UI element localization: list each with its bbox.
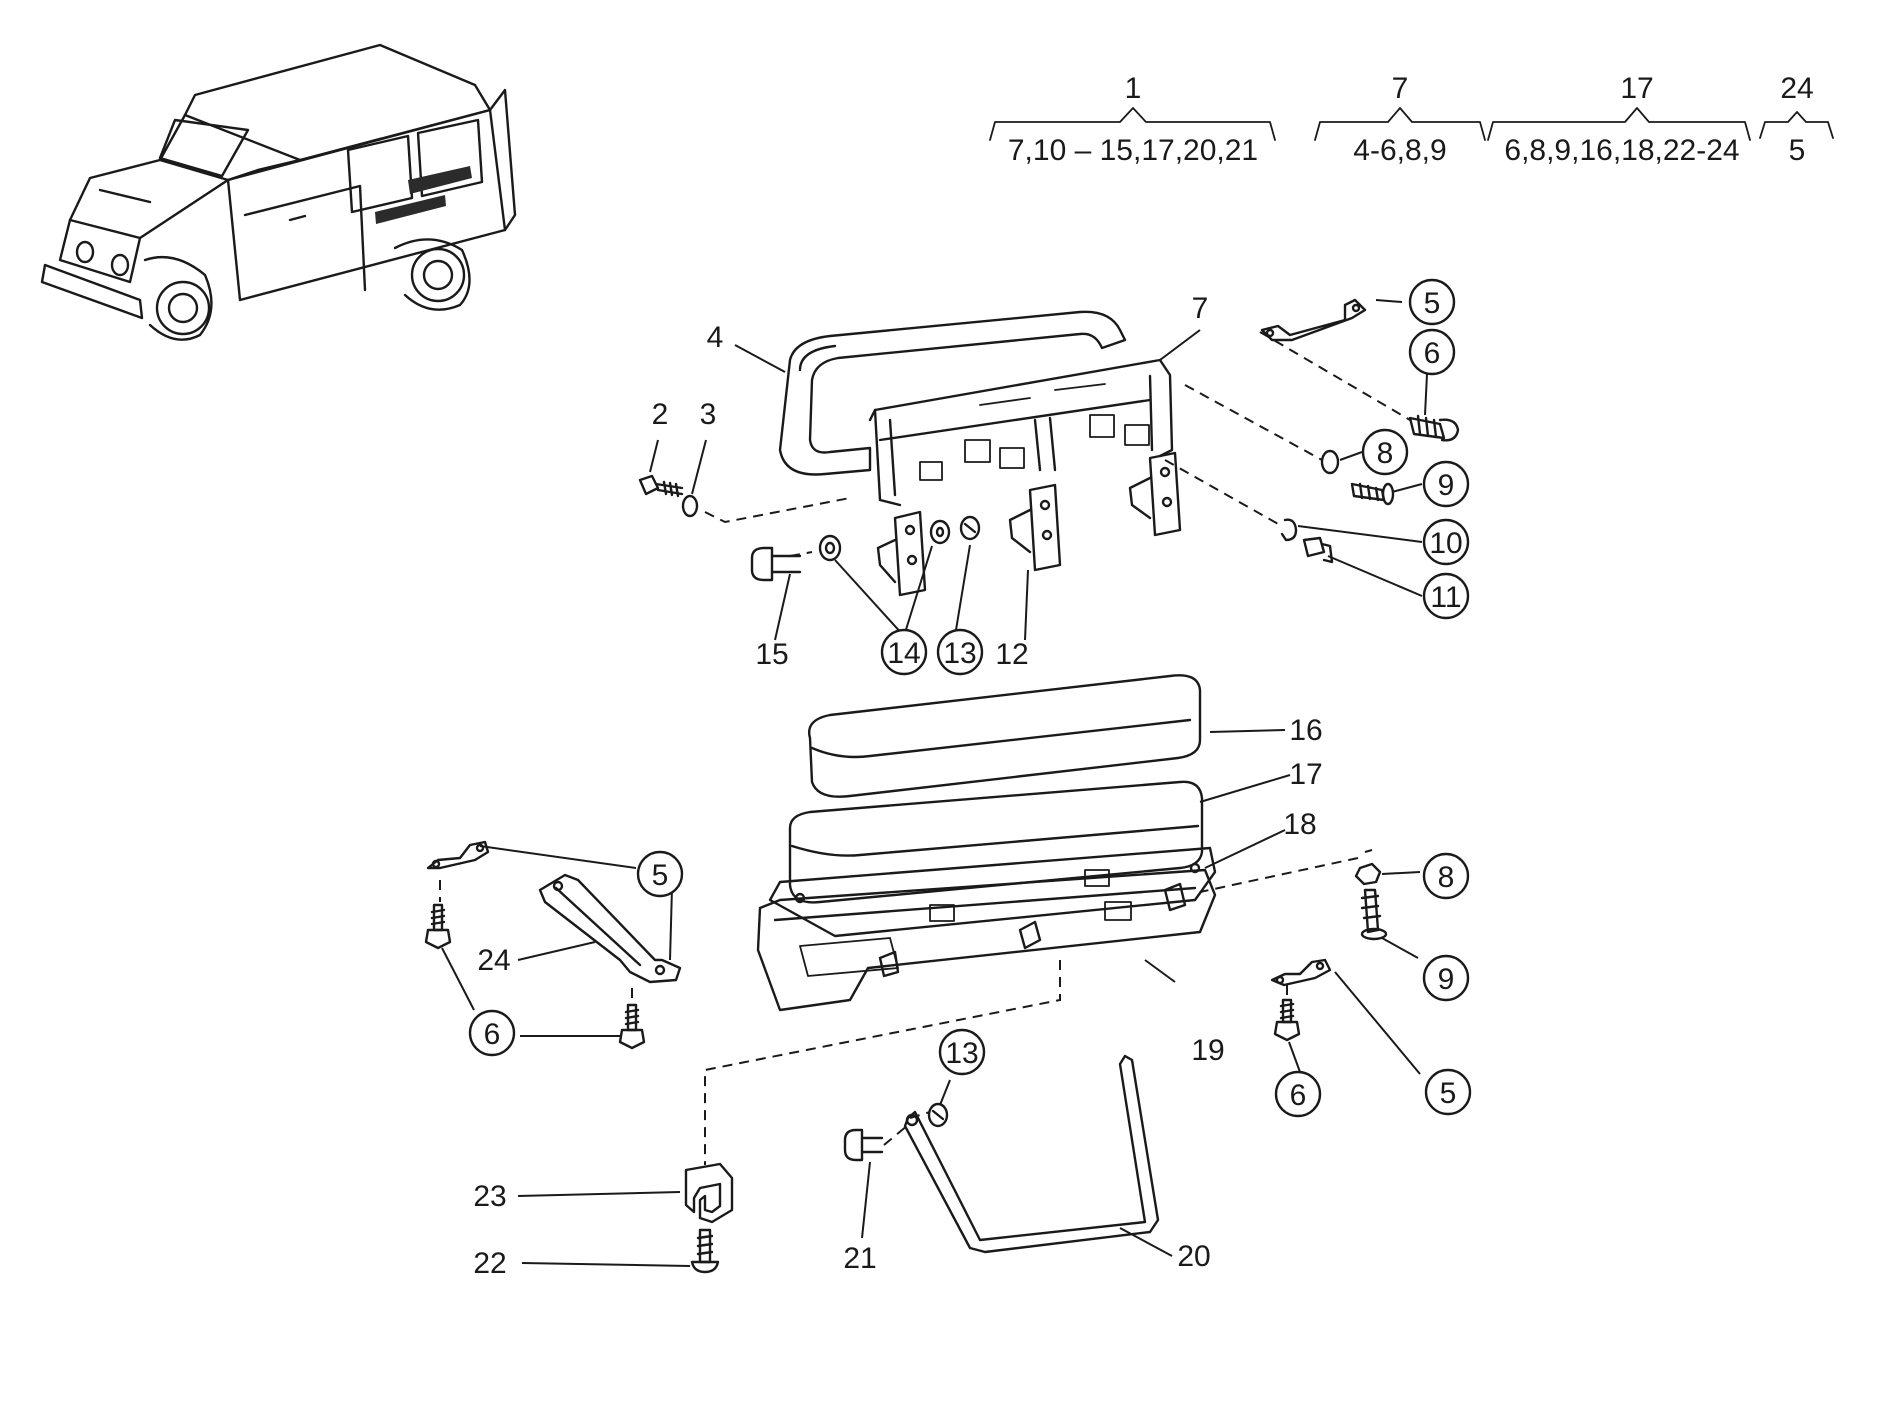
callout-4: 4 [707,321,724,354]
group-header-17: 17 6,8,9,16,18,22-24 [1487,72,1751,167]
group-parts-7: 4-6,8,9 [1353,134,1446,167]
seat-base-19 [756,868,1217,1012]
callout-19: 19 [1191,1034,1224,1067]
callout-15: 15 [755,638,788,671]
callout-circle-13b: 13 [938,1028,986,1076]
callout-5-upper: 5 [1424,287,1441,320]
callout-circle-9a: 9 [1422,460,1470,508]
hinge-bracket-right [1128,451,1182,537]
washer-10 [1280,518,1298,542]
washer-3 [681,494,699,518]
callout-circle-11: 11 [1422,572,1470,620]
callout-5-right: 5 [1440,1077,1457,1110]
callout-13-lower: 13 [945,1037,978,1070]
bracket-5-right [1270,958,1332,987]
strut-24 [538,873,682,984]
hinge-bracket-left [876,510,927,597]
group-parts-1: 7,10 – 15,17,20,21 [1008,134,1258,167]
group-parts-17: 6,8,9,16,18,22-24 [1504,134,1739,167]
callout-circle-5b: 5 [636,850,684,898]
group-id-1: 1 [1125,72,1142,105]
callout-circle-6b: 6 [468,1009,516,1057]
screw-6-left-upper [424,903,452,950]
bolt-2 [638,474,684,498]
backrest-cushion [778,310,1127,476]
group-header-7: 7 4-6,8,9 [1314,72,1486,167]
callout-2: 2 [652,398,669,431]
callout-6-upper: 6 [1424,337,1441,370]
group-header-1: 1 7,10 – 15,17,20,21 [989,72,1276,167]
callout-circle-6c: 6 [1274,1070,1322,1118]
backrest-frame [868,358,1174,507]
callout-8-upper: 8 [1377,437,1394,470]
washer-14b [929,519,951,545]
callout-10: 10 [1429,527,1462,560]
callout-17: 17 [1289,758,1322,791]
group-header-24: 24 5 [1759,72,1834,167]
callout-12: 12 [995,638,1028,671]
group-id-7: 7 [1392,72,1409,105]
group-brace-24 [1759,111,1834,139]
group-brace-17 [1487,107,1751,141]
callout-14: 14 [887,637,920,670]
callout-circle-13a: 13 [936,628,984,676]
callout-8-lower: 8 [1438,861,1455,894]
callout-7: 7 [1192,292,1209,325]
callout-circle-6a: 6 [1408,328,1456,376]
seat-cushion-16 [808,674,1202,798]
callout-circle-14: 14 [880,628,928,676]
group-id-17: 17 [1620,72,1653,105]
callout-24: 24 [477,944,510,977]
group-parts-24: 5 [1789,134,1806,167]
support-bar-20 [903,1054,1160,1254]
callout-11: 11 [1430,581,1461,614]
callout-20: 20 [1177,1240,1210,1273]
callout-23: 23 [473,1180,506,1213]
callout-6-right: 6 [1290,1079,1307,1112]
bolt-11 [1302,536,1334,564]
nut-13a [959,515,981,541]
bolt-15 [750,546,802,582]
callout-6-left: 6 [484,1018,501,1051]
group-brace-7 [1314,107,1486,141]
bracket-5-upper [1260,298,1367,342]
bracket-5-left [426,840,490,870]
vehicle-locator-illustration [40,43,517,341]
callout-circle-9b: 9 [1422,954,1470,1002]
screw-6-left-lower [618,1003,646,1050]
screw-6-right [1273,998,1301,1042]
seat-cushion-17 [788,780,1204,904]
group-id-24: 24 [1780,72,1813,105]
nut-13b [927,1102,949,1128]
callout-9-upper: 9 [1438,469,1455,502]
screw-6-upper [1408,414,1460,442]
nut-8-lower [1354,862,1382,886]
callout-21: 21 [843,1242,876,1275]
bolt-21 [843,1128,884,1162]
screw-22 [690,1228,720,1274]
callout-16: 16 [1289,714,1322,747]
clip-23 [684,1162,734,1224]
callout-9-lower: 9 [1438,963,1455,996]
callout-circle-5a: 5 [1408,278,1456,326]
callout-22: 22 [473,1247,506,1280]
hinge-bracket-center [1008,483,1062,572]
callout-circle-8b: 8 [1422,852,1470,900]
callout-18: 18 [1283,808,1316,841]
callout-circle-5c: 5 [1424,1068,1472,1116]
screw-9-lower [1360,888,1388,941]
washer-8-upper [1320,449,1340,475]
leader-lines [441,299,1428,1267]
callout-13-upper: 13 [943,637,976,670]
callout-circle-8a: 8 [1361,428,1409,476]
callout-circle-10: 10 [1422,518,1470,566]
callout-3: 3 [700,398,717,431]
group-brace-1 [989,107,1276,141]
screw-9-upper [1350,482,1395,506]
washer-14a [818,534,842,562]
callout-5-left: 5 [652,859,669,892]
